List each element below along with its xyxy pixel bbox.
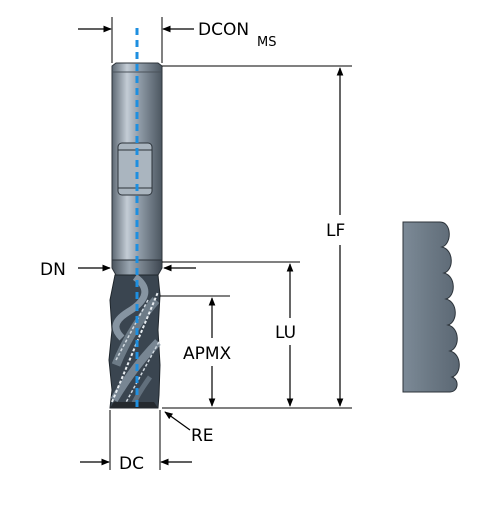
dim-dc [80,410,192,470]
label-lf: LF [326,221,345,241]
dim-dcon [78,17,194,63]
dim-lf [162,65,352,409]
label-dc: DC [119,454,144,474]
shank-flat [117,142,153,196]
dim-apmx [160,295,230,407]
flute-profile [402,221,460,393]
label-lu: LU [275,323,296,343]
label-dcon-subscript: MS [257,35,276,50]
dim-lu [162,261,300,407]
label-re: RE [191,426,214,446]
fluted-section [108,274,161,409]
label-dcon: DCON [198,20,249,40]
dim-re [164,411,191,431]
label-apmx: APMX [183,344,232,364]
label-dn: DN [40,260,66,280]
